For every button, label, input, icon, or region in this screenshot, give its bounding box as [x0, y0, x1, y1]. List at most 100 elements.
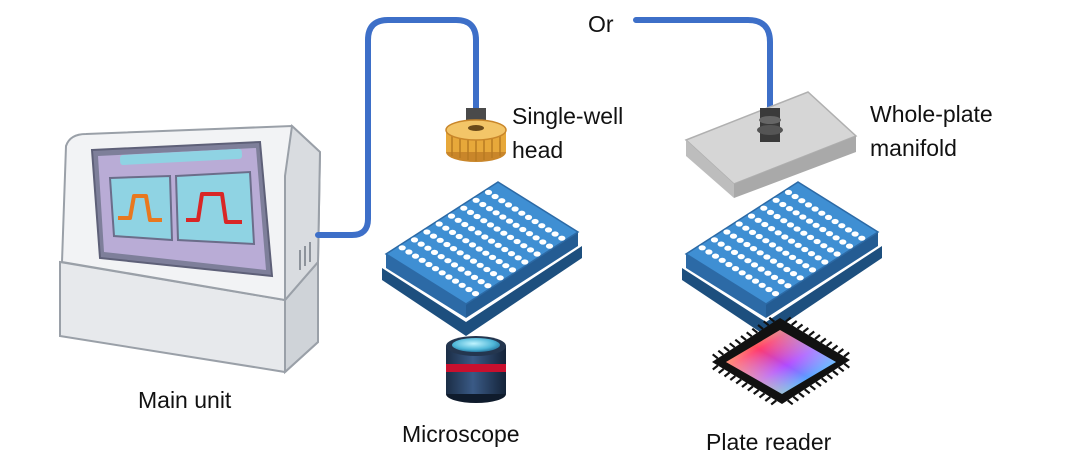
manifold-icon	[684, 91, 858, 198]
well	[526, 247, 535, 253]
chip-pin	[741, 382, 748, 388]
well	[812, 222, 820, 228]
well	[493, 226, 501, 232]
well	[505, 218, 514, 224]
well	[425, 261, 433, 268]
well	[818, 210, 826, 216]
well	[504, 202, 513, 208]
chip-pin	[718, 368, 725, 374]
well	[514, 255, 522, 261]
chip-pin	[763, 320, 770, 327]
whole-plate-manifold-label-line1: Whole-plate	[870, 101, 993, 127]
well	[838, 223, 846, 229]
well	[450, 262, 459, 268]
well	[762, 238, 770, 244]
well	[825, 231, 834, 237]
well	[742, 225, 750, 231]
well	[832, 235, 840, 241]
plate-base	[682, 246, 882, 336]
well	[786, 222, 795, 228]
well	[766, 209, 775, 215]
well	[488, 254, 497, 260]
well	[782, 250, 790, 256]
chip-pin	[723, 346, 730, 352]
well	[437, 254, 445, 260]
chip-pin	[815, 381, 822, 387]
well	[711, 253, 720, 259]
chip-pin	[843, 351, 850, 358]
well	[472, 197, 480, 203]
well	[513, 238, 521, 245]
or-label: Or	[588, 11, 614, 37]
well	[783, 266, 791, 273]
chip-pin	[826, 373, 833, 380]
well	[736, 237, 744, 243]
chip-pin	[787, 399, 794, 406]
well	[474, 230, 482, 236]
well	[480, 218, 488, 224]
well	[796, 275, 804, 281]
well	[435, 221, 443, 227]
objective-red-band	[446, 364, 506, 372]
well	[756, 250, 764, 256]
well	[468, 242, 477, 248]
well	[794, 242, 802, 248]
chip-pin	[843, 362, 850, 369]
well	[481, 234, 489, 240]
well	[558, 235, 566, 241]
well	[788, 254, 797, 260]
well	[418, 257, 426, 263]
well	[807, 251, 816, 257]
plate-side-left	[686, 254, 766, 318]
well	[473, 213, 481, 220]
well	[821, 259, 829, 265]
well	[744, 258, 752, 264]
well	[774, 230, 782, 236]
well	[436, 237, 444, 243]
well	[723, 229, 731, 235]
well	[501, 246, 509, 253]
well	[485, 206, 494, 212]
well	[725, 261, 733, 268]
single-well-head-icon	[445, 108, 507, 162]
well	[811, 206, 819, 212]
well	[519, 226, 527, 233]
well	[826, 247, 835, 253]
well-plate-icon-left	[382, 181, 582, 336]
well	[462, 238, 470, 244]
well	[465, 286, 473, 293]
well	[754, 217, 762, 223]
well	[735, 221, 743, 227]
chip-pin	[768, 316, 775, 323]
well	[431, 266, 440, 272]
well	[792, 210, 800, 216]
well	[765, 286, 773, 293]
well	[463, 254, 471, 260]
chip-pin	[753, 389, 760, 395]
well	[484, 189, 493, 195]
well	[545, 243, 554, 249]
chip-pin	[723, 371, 731, 378]
well	[768, 242, 777, 248]
well	[512, 222, 520, 228]
chip-pin	[712, 353, 719, 360]
screen-panel-left	[108, 174, 174, 242]
well	[751, 278, 760, 284]
well	[470, 274, 479, 280]
well	[457, 266, 465, 272]
chip-pin	[785, 316, 792, 323]
well	[758, 282, 766, 288]
well	[484, 283, 492, 289]
well	[749, 246, 758, 252]
well	[524, 214, 533, 220]
well	[831, 218, 839, 225]
chip-pin	[791, 320, 798, 326]
well	[729, 233, 738, 239]
tube-to-single-well-head	[315, 17, 479, 238]
chip-pin	[764, 396, 771, 402]
tube-to-manifold	[633, 17, 773, 113]
well	[500, 230, 508, 236]
well	[454, 217, 462, 223]
well	[844, 227, 853, 233]
